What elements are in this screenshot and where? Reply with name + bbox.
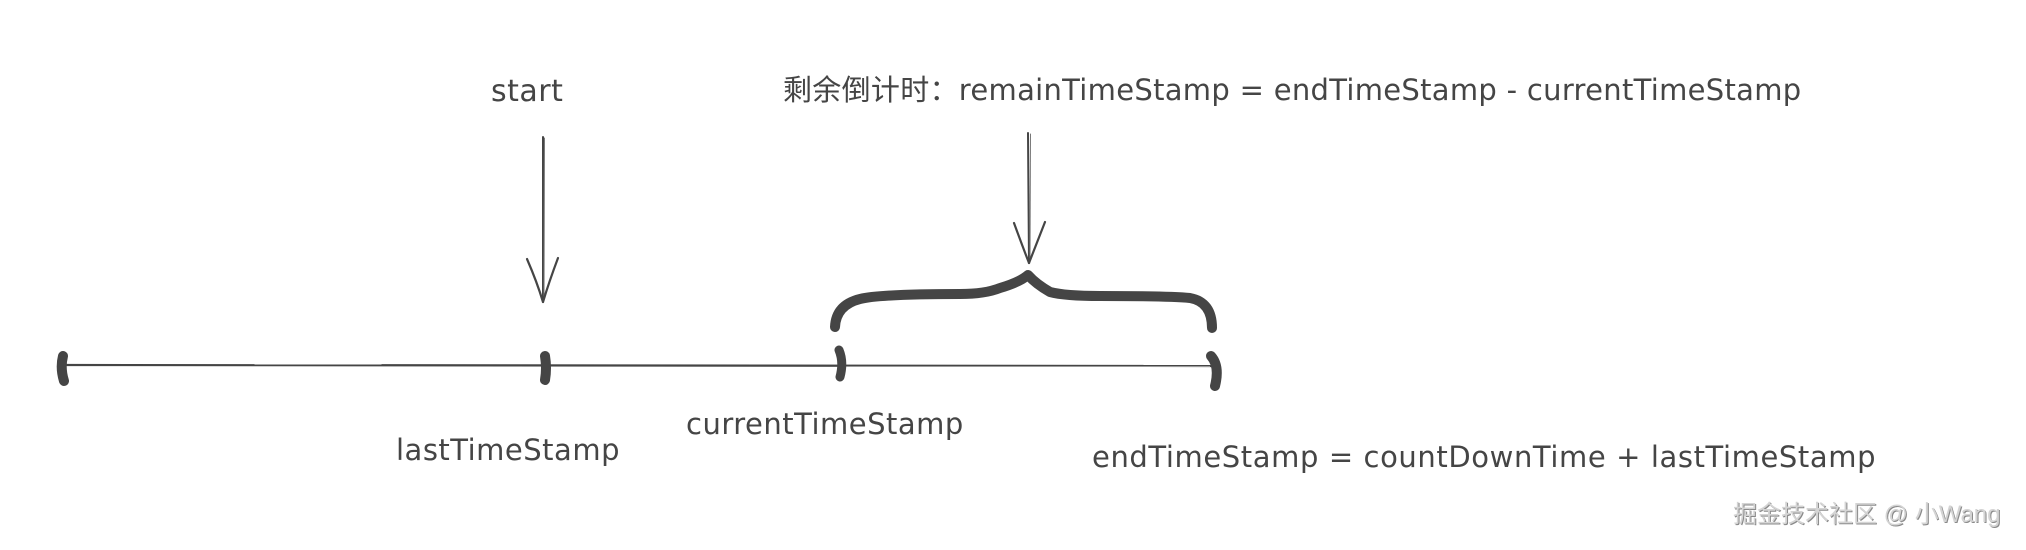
brace-icon [830,270,1217,333]
watermark: 掘金技术社区 @ 小Wang [1733,501,2001,528]
current-timestamp-label: currentTimeStamp [686,407,964,441]
tick-last-timestamp [540,351,551,385]
tick-origin [56,351,69,386]
end-formula-label: endTimeStamp = countDownTime + lastTimeS… [1092,440,1877,474]
remain-formula-label: 剩余倒计时：remainTimeStamp = endTimeStamp - c… [783,73,1802,107]
start-arrow-icon [525,136,560,304]
tick-end-timestamp [1206,351,1222,391]
timeline-axis [62,363,1215,368]
start-label: start [491,74,564,109]
remain-arrow-icon [1012,132,1047,265]
last-timestamp-label: lastTimeStamp [396,433,620,467]
tick-current-timestamp [834,345,847,382]
